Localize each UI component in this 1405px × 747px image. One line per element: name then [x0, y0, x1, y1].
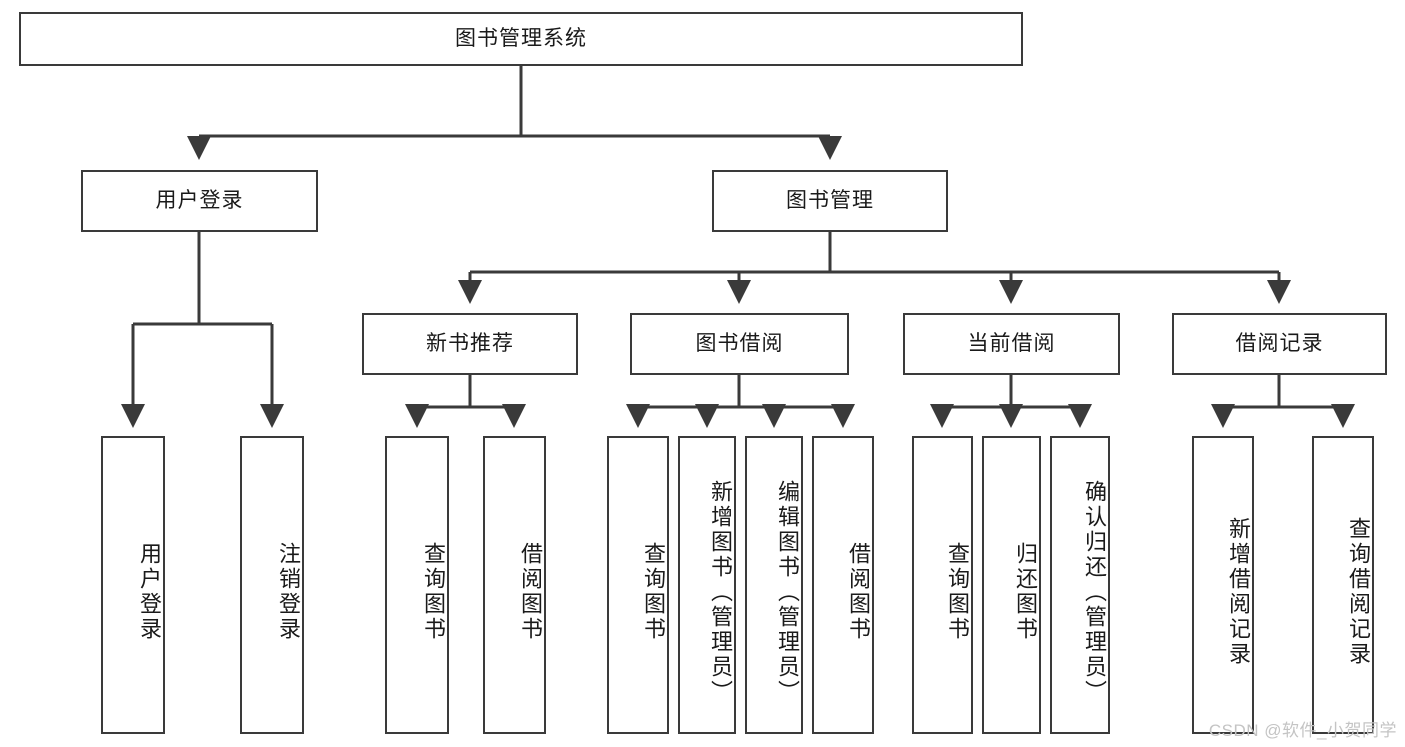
- leaf-confirm-return-label: 确认归还（管理员）: [1082, 479, 1107, 705]
- leaf-edit-book[interactable]: 编辑图书（管理员）: [745, 436, 803, 734]
- leaf-add-book-label: 新增图书（管理员）: [708, 479, 733, 705]
- leaf-add-record[interactable]: 新增借阅记录: [1192, 436, 1254, 734]
- leaf-borrow-book-2-label: 借阅图书: [846, 542, 871, 642]
- node-new-book-recommend[interactable]: 新书推荐: [362, 313, 578, 375]
- node-book-manage-label: 图书管理: [786, 188, 874, 212]
- node-user-login[interactable]: 用户登录: [81, 170, 318, 232]
- leaf-add-book[interactable]: 新增图书（管理员）: [678, 436, 736, 734]
- leaf-edit-book-label: 编辑图书（管理员）: [775, 479, 800, 705]
- node-root-label: 图书管理系统: [455, 26, 587, 50]
- leaf-query-book-3[interactable]: 查询图书: [912, 436, 973, 734]
- leaf-return-book-label: 归还图书: [1013, 542, 1038, 642]
- node-book-manage[interactable]: 图书管理: [712, 170, 948, 232]
- leaf-user-logout[interactable]: 注销登录: [240, 436, 304, 734]
- leaf-borrow-book-2[interactable]: 借阅图书: [812, 436, 874, 734]
- leaf-query-book-1-label: 查询图书: [421, 542, 446, 642]
- leaf-query-record-label: 查询借阅记录: [1346, 517, 1371, 667]
- node-current-borrow[interactable]: 当前借阅: [903, 313, 1120, 375]
- leaf-borrow-book-1[interactable]: 借阅图书: [483, 436, 546, 734]
- leaf-borrow-book-1-label: 借阅图书: [518, 542, 543, 642]
- node-current-borrow-label: 当前借阅: [967, 331, 1056, 355]
- leaf-return-book[interactable]: 归还图书: [982, 436, 1041, 734]
- leaf-query-book-1[interactable]: 查询图书: [385, 436, 449, 734]
- leaf-user-logout-label: 注销登录: [276, 542, 301, 642]
- node-root[interactable]: 图书管理系统: [19, 12, 1023, 66]
- node-user-login-label: 用户登录: [155, 188, 244, 212]
- leaf-query-book-2-label: 查询图书: [641, 542, 666, 642]
- node-new-book-recommend-label: 新书推荐: [426, 331, 514, 355]
- leaf-user-login[interactable]: 用户登录: [101, 436, 165, 734]
- leaf-confirm-return[interactable]: 确认归还（管理员）: [1050, 436, 1110, 734]
- leaf-query-book-2[interactable]: 查询图书: [607, 436, 669, 734]
- node-book-borrow-label: 图书借阅: [695, 331, 784, 355]
- leaf-add-record-label: 新增借阅记录: [1226, 517, 1251, 667]
- leaf-query-record[interactable]: 查询借阅记录: [1312, 436, 1374, 734]
- node-borrow-record[interactable]: 借阅记录: [1172, 313, 1387, 375]
- node-book-borrow[interactable]: 图书借阅: [630, 313, 849, 375]
- node-borrow-record-label: 借阅记录: [1235, 331, 1324, 355]
- leaf-user-login-label: 用户登录: [137, 542, 162, 642]
- leaf-query-book-3-label: 查询图书: [945, 542, 970, 642]
